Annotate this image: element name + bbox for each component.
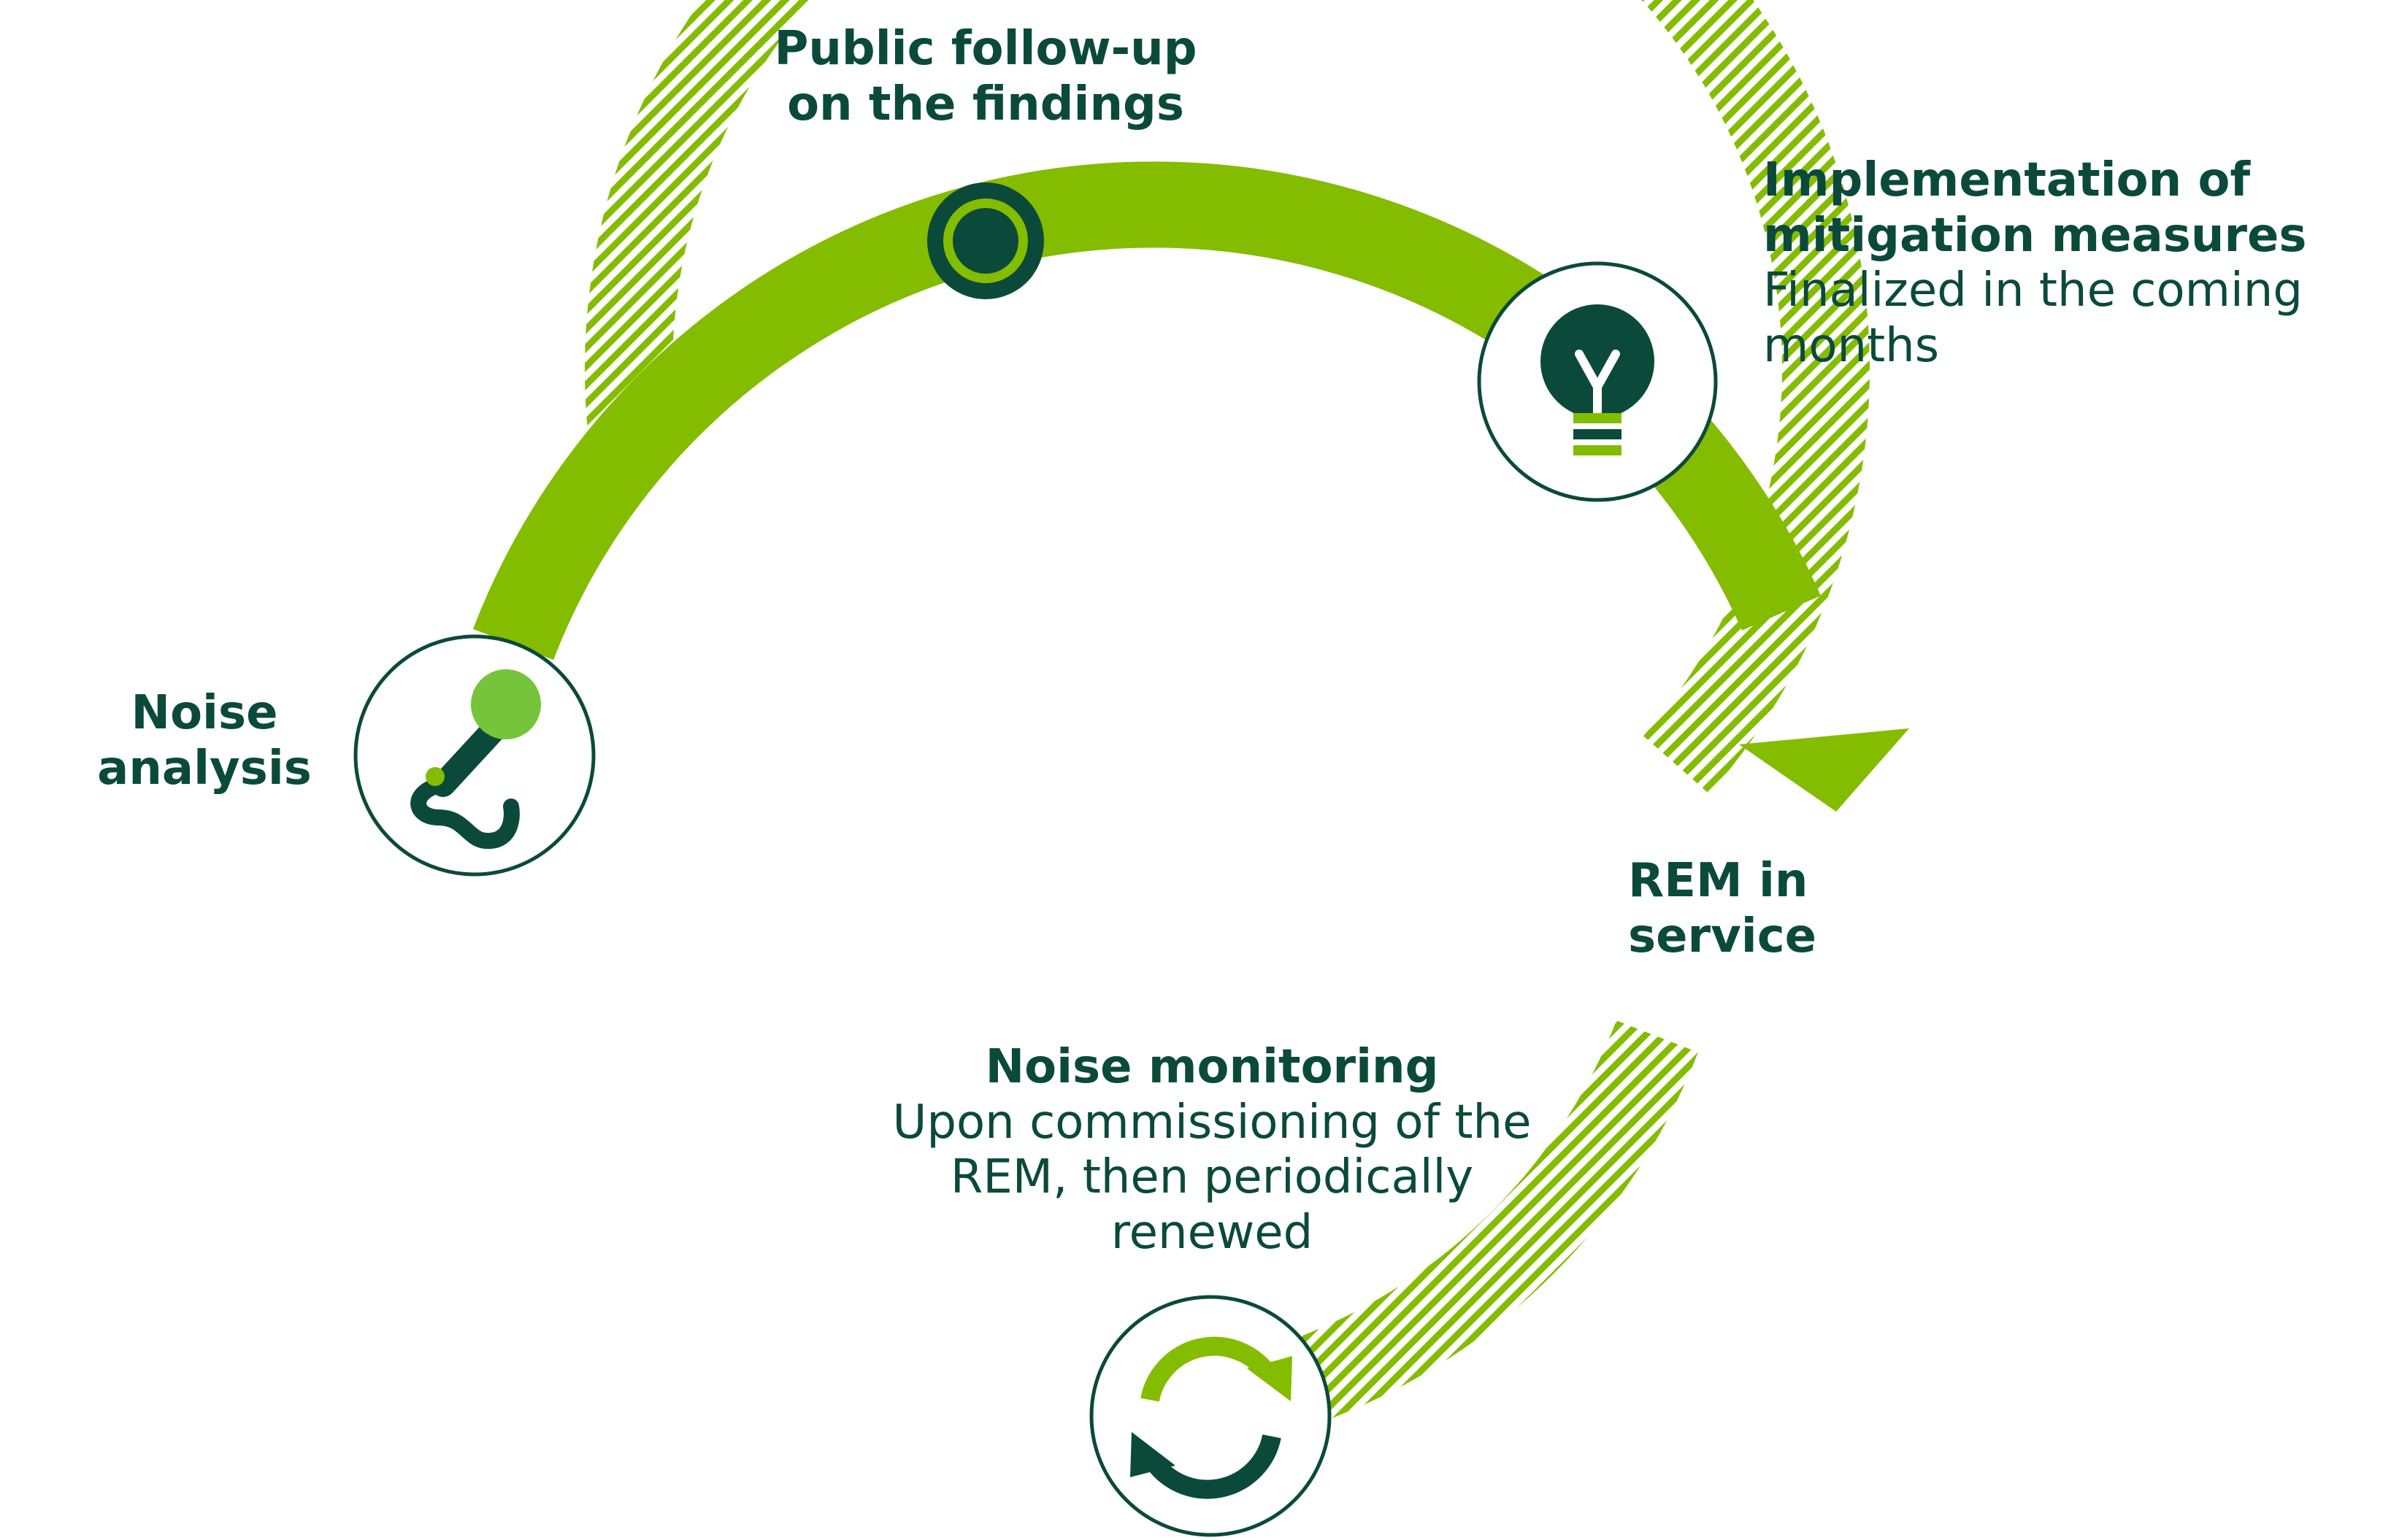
noise-analysis-title-2: analysis — [97, 741, 312, 796]
progress-arrowhead — [1739, 728, 1909, 812]
noise-analysis-label: Noise analysis — [73, 686, 336, 796]
noise-analysis-node — [353, 634, 596, 877]
implementation-label: Implementation of mitigation measures Fi… — [1763, 153, 2384, 374]
noise-monitoring-desc-2: REM, then periodically — [950, 1150, 1474, 1205]
rem-in-service-label: REM in service — [1628, 854, 1920, 964]
rem-in-service-title-2: service — [1628, 909, 1817, 963]
implementation-node — [1477, 261, 1718, 502]
rem-in-service-title-1: REM in — [1628, 854, 1808, 908]
public-followup-title-2: on the findings — [787, 77, 1184, 131]
implementation-title-1: Implementation of — [1763, 153, 2251, 207]
hatched-arc-main — [584, 0, 1870, 794]
public-followup-title-1: Public follow-up — [774, 22, 1197, 76]
public-followup-label: Public follow-up on the findings — [694, 22, 1278, 132]
noise-monitoring-desc-1: Upon commissioning of the — [892, 1095, 1532, 1150]
noise-monitoring-title: Noise monitoring — [985, 1040, 1439, 1094]
lightbulb-icon — [1540, 304, 1654, 455]
implementation-title-2: mitigation measures — [1763, 208, 2307, 263]
implementation-desc-1: Finalized in the coming — [1763, 263, 2303, 318]
noise-monitoring-node — [1089, 1295, 1332, 1537]
noise-monitoring-desc-3: renewed — [1110, 1205, 1313, 1260]
noise-analysis-title-1: Noise — [131, 686, 278, 740]
target-icon — [927, 182, 1044, 299]
implementation-desc-2: months — [1763, 318, 1940, 373]
refresh-icon — [1130, 1336, 1292, 1499]
noise-monitoring-label: Noise monitoring Upon commissioning of t… — [840, 1040, 1584, 1260]
microphone-icon — [410, 669, 541, 850]
